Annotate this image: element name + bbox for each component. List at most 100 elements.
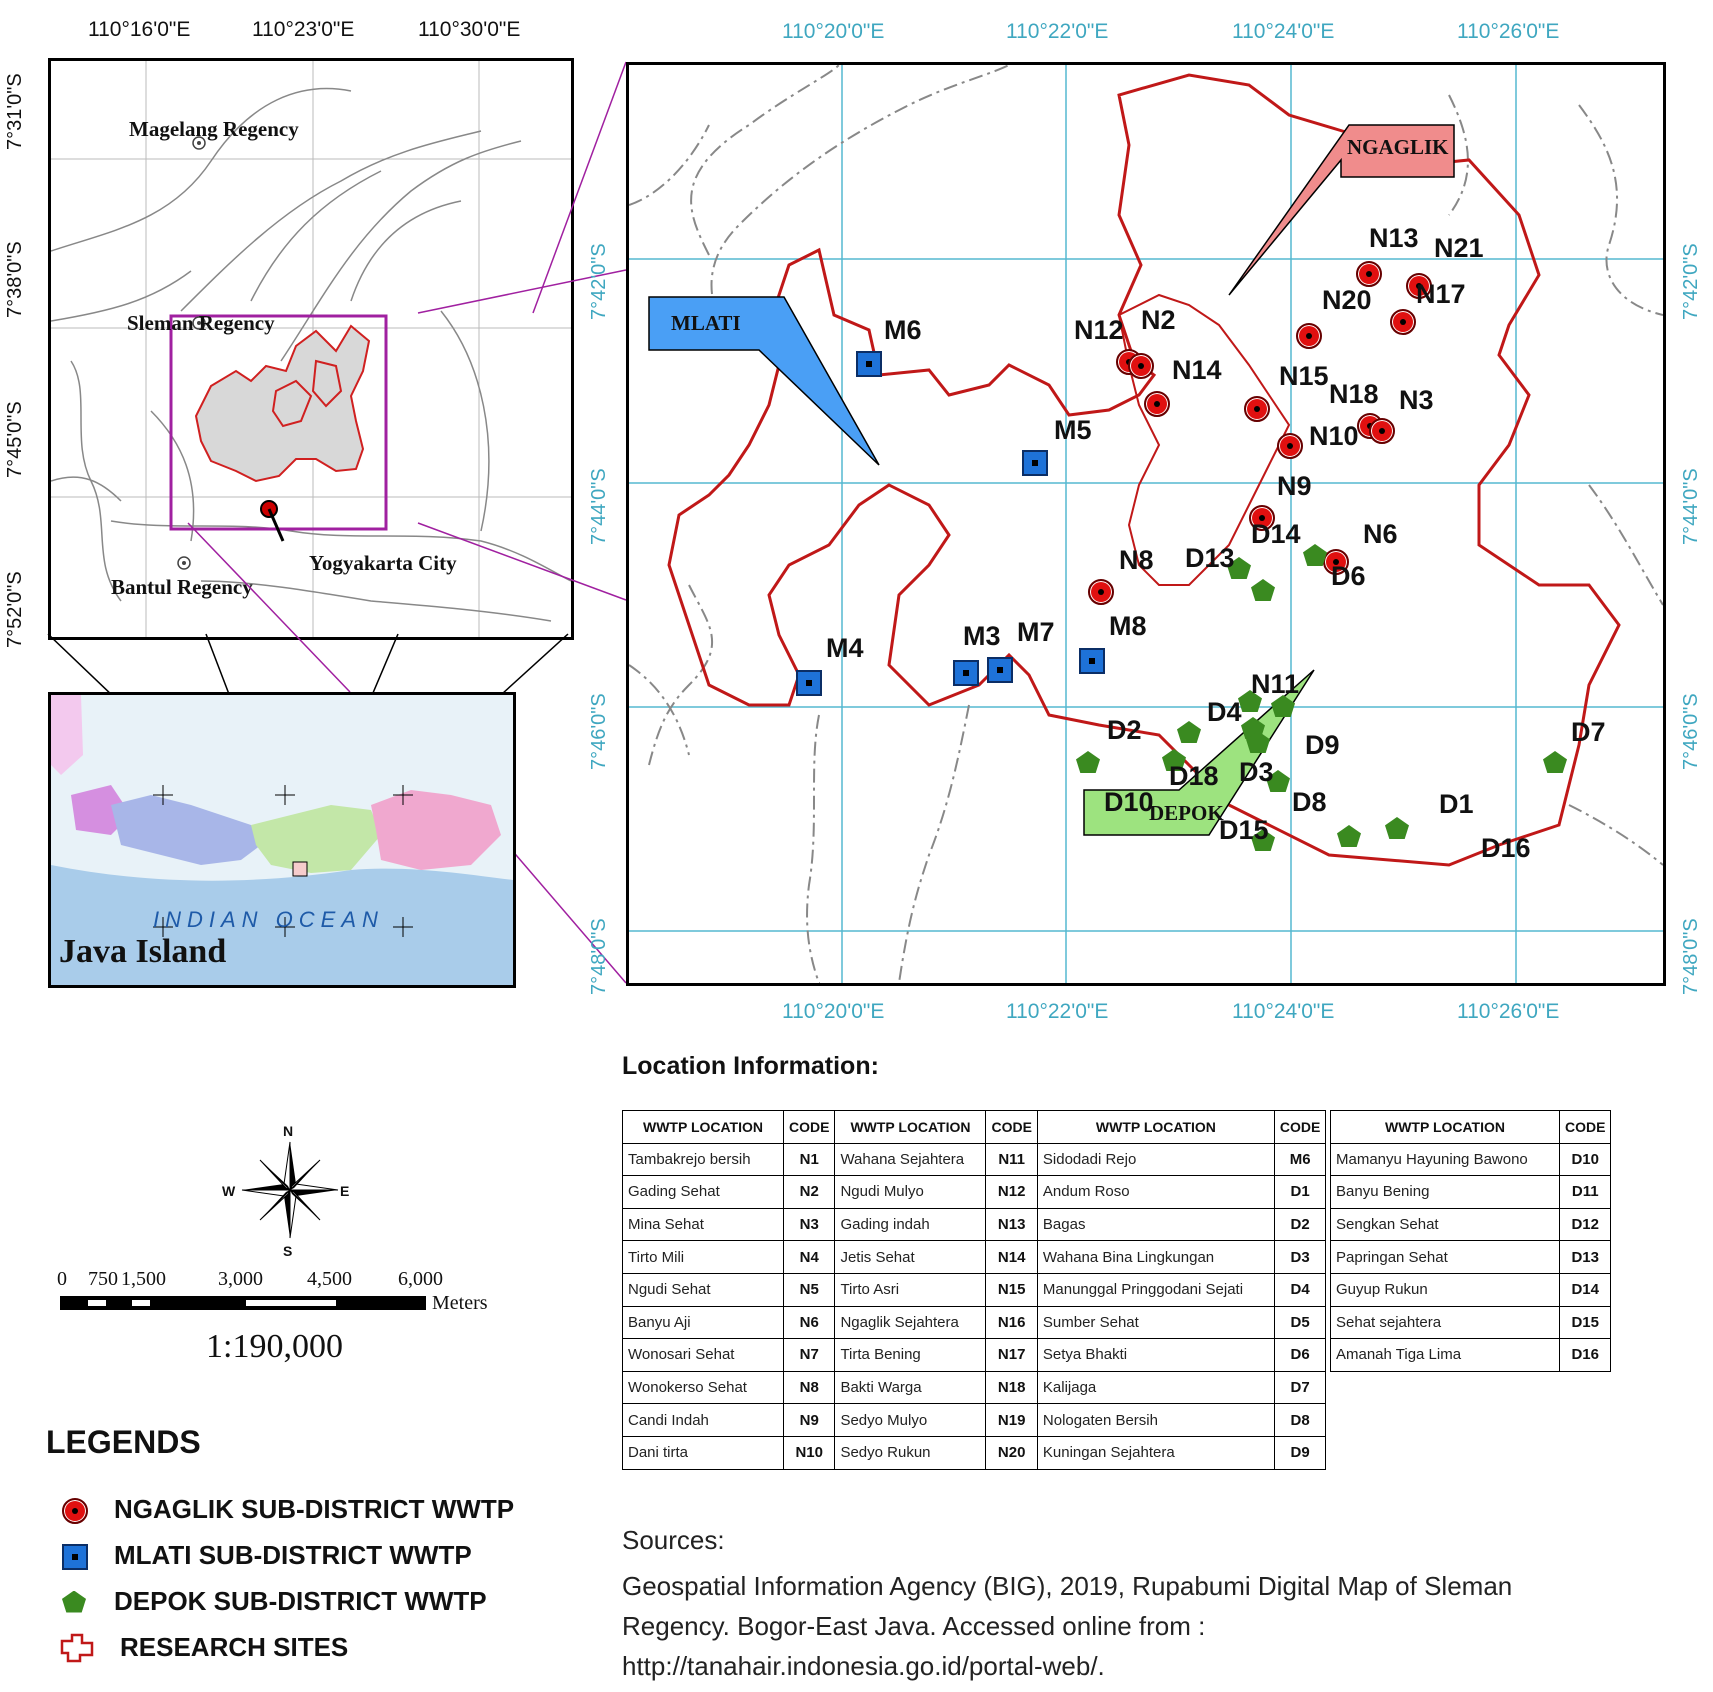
main-left-tick-1: 7°42'0"S (588, 243, 610, 320)
label-sleman: Sleman Regency (127, 311, 275, 335)
site-label-m3: M3 (963, 621, 1001, 651)
site-label-n6: N6 (1363, 519, 1398, 549)
sources-line-3[interactable]: http://tanahair.indonesia.go.id/portal-w… (622, 1651, 1105, 1681)
cell-location: Wahana Bina Lingkungan (1036, 1240, 1275, 1274)
sources-line-1: Geospatial Information Agency (BIG), 201… (622, 1571, 1513, 1601)
marker-d8[interactable] (1266, 770, 1290, 792)
scale-tick-6000: 6,000 (398, 1268, 443, 1290)
java-island-label: Java Island (59, 933, 227, 970)
site-label-m4: M4 (826, 633, 864, 663)
legend-ngaglik-icon (60, 1496, 88, 1524)
marker-n2[interactable] (1128, 353, 1154, 379)
main-left-tick-2: 7°44'0"S (588, 468, 610, 545)
callout-depok: DEPOK (1149, 801, 1224, 825)
marker-n17[interactable] (1390, 309, 1416, 335)
site-label-d1: D1 (1439, 789, 1474, 819)
scale-unit: Meters (432, 1292, 488, 1314)
marker-d1[interactable] (1337, 825, 1361, 847)
site-label-n21: N21 (1434, 233, 1484, 263)
main-left-tick-3: 7°46'0"S (588, 693, 610, 770)
marker-d6[interactable] (1251, 579, 1275, 601)
site-label-d16: D16 (1481, 833, 1531, 863)
legend-research-sites-label: RESEARCH SITES (120, 1632, 349, 1662)
site-label-n17: N17 (1416, 279, 1466, 309)
marker-m4[interactable] (796, 670, 822, 696)
marker-m8[interactable] (1079, 648, 1105, 674)
cell-code: D10 (1558, 1142, 1612, 1177)
cell-location: Andum Roso (1036, 1175, 1275, 1209)
compass-rose-icon (241, 1141, 339, 1239)
marker-n13[interactable] (1356, 261, 1382, 287)
site-label-d10: D10 (1104, 787, 1154, 817)
cell-location: Dani tirta (622, 1435, 784, 1470)
marker-m7[interactable] (987, 657, 1013, 683)
scale-tick-4500: 4,500 (307, 1268, 352, 1290)
cell-location: Gading Sehat (622, 1175, 784, 1209)
cell-location: Bakti Warga (834, 1370, 987, 1405)
cell-location: Wahana Sejahtera (834, 1142, 987, 1177)
marker-n21[interactable] (1406, 273, 1432, 299)
marker-n8[interactable] (1088, 579, 1114, 605)
java-map-svg (51, 695, 513, 985)
cell-location: Setya Bhakti (1036, 1338, 1275, 1372)
marker-n9[interactable] (1249, 505, 1275, 531)
label-yogyakarta: Yogyakarta City (309, 551, 457, 575)
site-label-n20: N20 (1322, 285, 1372, 315)
site-label-d18: D18 (1169, 761, 1219, 791)
cell-location: Wonosari Sehat (622, 1338, 784, 1372)
legend-depok-icon (60, 1588, 88, 1616)
cell-location: Kalijaga (1036, 1370, 1275, 1405)
marker-n15[interactable] (1244, 396, 1270, 422)
cell-code: D13 (1558, 1240, 1612, 1274)
marker-m5[interactable] (1022, 450, 1048, 476)
marker-m6[interactable] (856, 351, 882, 377)
inset-map-svg (51, 61, 571, 637)
header-code-2: CODE (985, 1110, 1038, 1144)
marker-n20[interactable] (1296, 323, 1322, 349)
marker-m3[interactable] (953, 660, 979, 686)
marker-n10[interactable] (1277, 433, 1303, 459)
marker-d14[interactable] (1303, 544, 1327, 566)
marker-d15[interactable] (1251, 829, 1275, 851)
main-bottom-tick-4: 110°26'0"E (1457, 1000, 1560, 1023)
site-label-n15: N15 (1279, 361, 1329, 391)
marker-d18[interactable] (1162, 749, 1186, 771)
site-label-d14: D14 (1251, 519, 1301, 549)
marker-d16[interactable] (1385, 817, 1409, 839)
scale-tick-3000: 3,000 (218, 1268, 263, 1290)
marker-n11[interactable] (1271, 695, 1295, 717)
site-label-m7: M7 (1017, 617, 1055, 647)
inset-top-tick-2: 110°23'0"E (252, 18, 355, 41)
header-code-1: CODE (782, 1110, 836, 1144)
site-label-n10: N10 (1309, 421, 1359, 451)
main-right-tick-1: 7°42'0"S (1680, 243, 1702, 320)
marker-d9[interactable] (1246, 731, 1270, 753)
cell-code: D11 (1558, 1175, 1612, 1209)
marker-d10[interactable] (1076, 751, 1100, 773)
marker-n6[interactable] (1323, 549, 1349, 575)
ocean-label: INDIAN OCEAN (153, 907, 384, 932)
marker-d4[interactable] (1238, 690, 1262, 712)
marker-d2[interactable] (1177, 721, 1201, 743)
marker-n14[interactable] (1144, 391, 1170, 417)
cell-location: Guyup Rukun (1330, 1272, 1560, 1307)
marker-d7[interactable] (1543, 751, 1567, 773)
site-label-n13: N13 (1369, 223, 1419, 253)
main-top-tick-2: 110°22'0"E (1006, 20, 1109, 43)
marker-n3[interactable] (1369, 418, 1395, 444)
site-label-d9: D9 (1305, 730, 1340, 760)
compass-w: W (222, 1183, 236, 1199)
cell-location: Tirta Bening (834, 1338, 987, 1372)
cell-code: N10 (782, 1435, 836, 1470)
header-location-2: WWTP LOCATION (834, 1110, 987, 1144)
label-magelang: Magelang Regency (129, 117, 299, 141)
location-info-title: Location Information: (622, 1052, 879, 1080)
header-code-3: CODE (1273, 1110, 1327, 1144)
scale-tick-1500: 1,500 (121, 1268, 166, 1290)
marker-d13[interactable] (1227, 557, 1251, 579)
